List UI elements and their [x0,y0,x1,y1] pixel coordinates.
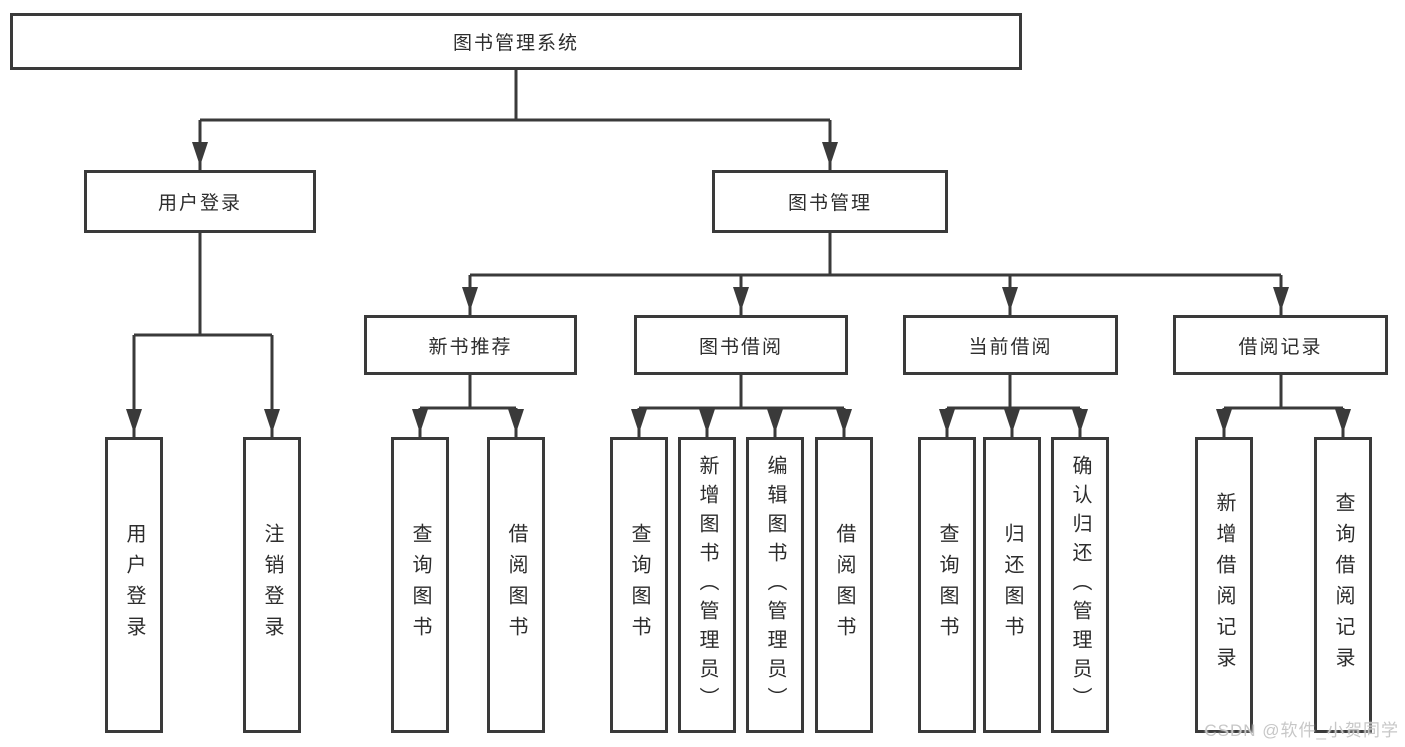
node-label: 查询图书 [628,523,650,647]
leaf-borrow-books-2: 借阅图书 [815,437,873,733]
node-label: 借阅记录 [1238,336,1323,358]
node-label: 用户登录 [123,523,145,647]
node-label: 借阅图书 [505,523,527,647]
node-label: 查询图书 [409,523,431,647]
connector-edges [132,70,1345,437]
leaf-query-books-2: 查询图书 [610,437,668,733]
node-label: 查询图书 [936,523,958,647]
leaf-return-books: 归还图书 [983,437,1041,733]
node-label: 归还图书 [1001,523,1023,647]
leaf-add-borrow-record: 新增借阅记录 [1195,437,1253,733]
leaf-query-borrow-record: 查询借阅记录 [1314,437,1372,733]
node-label: 用户登录 [157,193,242,214]
leaf-edit-book-admin: 编辑图书（管理员） [746,437,804,733]
node-book-borrow: 图书借阅 [634,315,848,375]
leaf-logout: 注销登录 [243,437,301,733]
node-label: 当前借阅 [968,336,1053,358]
node-book-management: 图书管理 [712,170,948,233]
leaf-query-books-1: 查询图书 [391,437,449,733]
node-label: 图书管理系统 [452,33,579,54]
node-label: 新书推荐 [428,336,513,358]
node-label: 查询借阅记录 [1332,492,1354,678]
csdn-watermark: CSDN @软件_小贺同学 [1204,721,1399,740]
leaf-confirm-return-admin: 确认归还（管理员） [1051,437,1109,733]
node-label: 图书借阅 [698,336,783,358]
node-current-borrow: 当前借阅 [903,315,1118,375]
node-borrow-records: 借阅记录 [1173,315,1388,375]
node-label: 编辑图书（管理员） [764,454,786,716]
node-label: 确认归还（管理员） [1069,454,1091,716]
node-label: 新增借阅记录 [1213,492,1235,678]
node-label: 新增图书（管理员） [696,454,718,716]
node-library-system: 图书管理系统 [10,13,1022,70]
leaf-borrow-books-1: 借阅图书 [487,437,545,733]
leaf-user-login: 用户登录 [105,437,163,733]
node-user-login: 用户登录 [84,170,316,233]
node-label: 注销登录 [261,523,283,647]
node-label: 借阅图书 [833,523,855,647]
node-label: 图书管理 [787,193,872,214]
leaf-query-books-3: 查询图书 [918,437,976,733]
node-new-book-recommend: 新书推荐 [364,315,577,375]
leaf-add-book-admin: 新增图书（管理员） [678,437,736,733]
